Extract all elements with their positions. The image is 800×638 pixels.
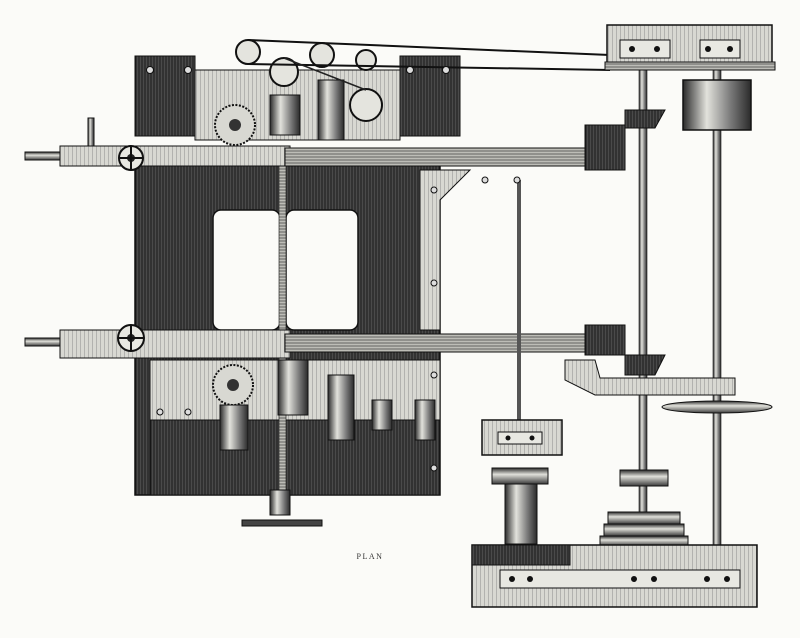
- lower-slide-bar: [24, 324, 626, 359]
- frame-bolts: [146, 66, 521, 472]
- top-bearing-block: [604, 24, 776, 131]
- bottom-base-block: [471, 544, 758, 608]
- upper-slide-bar: [24, 117, 626, 171]
- cam-stack: [481, 419, 563, 545]
- upper-gear-cluster: [214, 39, 611, 146]
- bevel-gears: [564, 109, 773, 547]
- lower-gear-cluster: [212, 359, 436, 527]
- plate-caption: PLAN: [356, 552, 384, 561]
